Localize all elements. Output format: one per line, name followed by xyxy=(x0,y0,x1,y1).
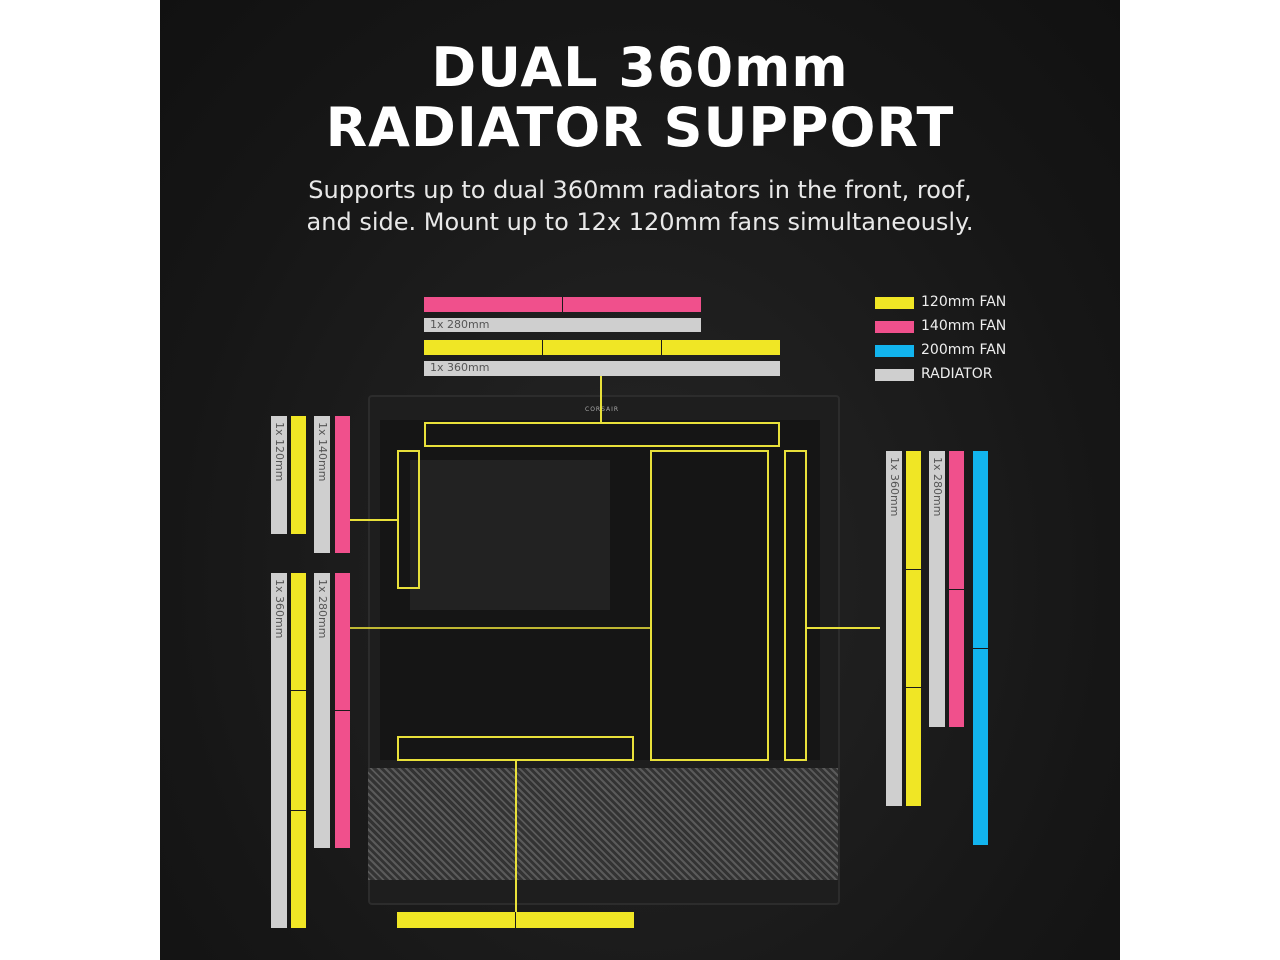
front-radiator-360: 1x 360mm xyxy=(886,451,902,806)
subtitle: Supports up to dual 360mm radiators in t… xyxy=(306,176,974,236)
front-200mm-fans xyxy=(973,451,988,845)
left-leader-line xyxy=(350,627,650,629)
rear-radiator-140: 1x 140mm xyxy=(314,416,330,553)
side-140mm-fans xyxy=(335,573,350,848)
legend-swatch-200 xyxy=(875,345,914,357)
legend-swatch-120 xyxy=(875,297,914,309)
front-mount-outline xyxy=(784,450,807,761)
legend-swatch-140 xyxy=(875,321,914,333)
top-140mm-fans xyxy=(424,297,701,312)
motherboard-tray xyxy=(410,460,610,610)
rear-mount-outline xyxy=(397,450,420,589)
legend-swatch-radiator xyxy=(875,369,914,381)
rear-120mm-fan xyxy=(291,416,306,534)
bottom-mount-outline xyxy=(397,736,634,761)
rear-radiator-120: 1x 120mm xyxy=(271,416,287,534)
legend-label: 120mm FAN xyxy=(921,294,1007,310)
top-leader-line xyxy=(600,376,602,422)
bottom-leader-line xyxy=(515,760,517,912)
front-radiator-280: 1x 280mm xyxy=(929,451,945,727)
legend-label: RADIATOR xyxy=(921,366,993,382)
side-120mm-fans xyxy=(291,573,306,928)
case-brand-logo: CORSAIR xyxy=(585,406,620,413)
top-120mm-fans xyxy=(424,340,780,355)
top-mount-outline xyxy=(424,422,780,447)
front-120mm-fans xyxy=(906,451,921,806)
side-mount-outline xyxy=(650,450,769,761)
side-radiator-360: 1x 360mm xyxy=(271,573,287,928)
legend-label: 140mm FAN xyxy=(921,318,1007,334)
rear-leader-line xyxy=(350,519,397,521)
legend-label: 200mm FAN xyxy=(921,342,1007,358)
bottom-120mm-fans xyxy=(397,912,634,928)
rear-140mm-fan xyxy=(335,416,350,553)
front-leader-line xyxy=(806,627,880,629)
side-radiator-280: 1x 280mm xyxy=(314,573,330,848)
front-140mm-fans xyxy=(949,451,964,727)
top-radiator-360: 1x 360mm xyxy=(424,361,780,376)
top-radiator-280: 1x 280mm xyxy=(424,318,701,332)
front-mesh-panel xyxy=(368,768,838,880)
